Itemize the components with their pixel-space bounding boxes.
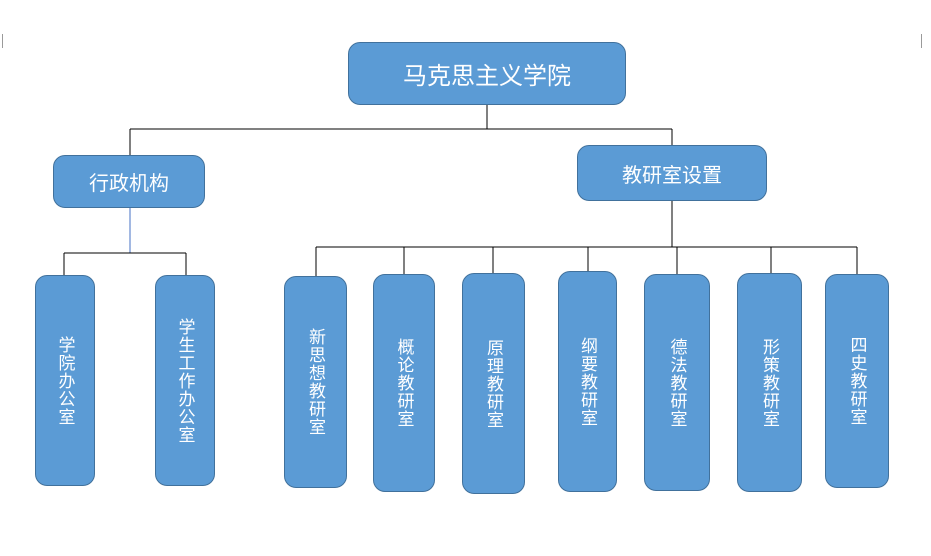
- section-label: 形策教研室: [759, 337, 779, 428]
- section-node-new-thought: 新思想教研室: [284, 276, 347, 488]
- section-node-outline: 纲要教研室: [558, 271, 617, 492]
- section-label: 新思想教研室: [305, 328, 325, 436]
- section-label: 四史教研室: [846, 336, 867, 426]
- branch-teaching-label: 教研室设置: [622, 162, 722, 187]
- section-label: 原理教研室: [483, 338, 503, 429]
- section-node-principles: 原理教研室: [462, 273, 525, 494]
- branch-admin-label: 行政机构: [89, 171, 169, 195]
- office-node-academy-office: 学院办公室: [35, 275, 95, 486]
- office-label: 学院办公室: [54, 335, 75, 426]
- root-label: 马克思主义学院: [403, 62, 571, 90]
- section-label: 概论教研室: [393, 338, 414, 428]
- office-label: 学生工作办公室: [174, 317, 195, 444]
- section-label: 纲要教研室: [577, 336, 597, 427]
- section-node-situation-policy: 形策教研室: [737, 273, 802, 492]
- section-node-ethics-law: 德法教研室: [644, 274, 710, 491]
- office-node-student-affairs: 学生工作办公室: [155, 275, 215, 486]
- section-node-four-histories: 四史教研室: [825, 274, 889, 488]
- root-node: 马克思主义学院: [348, 42, 626, 105]
- branch-teaching-node: 教研室设置: [577, 145, 767, 201]
- margin-mark-left: [2, 34, 3, 48]
- branch-admin-node: 行政机构: [53, 155, 205, 208]
- section-node-overview: 概论教研室: [373, 274, 435, 492]
- margin-mark-right: [921, 34, 922, 48]
- section-label: 德法教研室: [666, 337, 687, 428]
